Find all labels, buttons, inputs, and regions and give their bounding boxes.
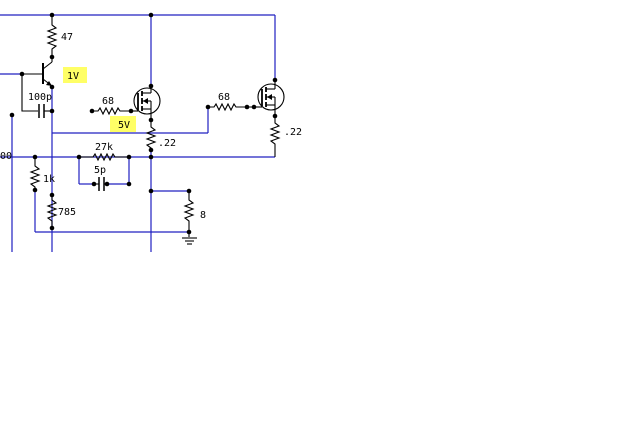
resistor-1k[interactable] (29, 157, 41, 190)
node (148, 12, 154, 18)
node (32, 154, 38, 160)
node (91, 181, 97, 187)
components (21, 15, 285, 245)
node (19, 71, 25, 77)
component-labels: 47 100p 68 68 .22 .22 27k 5p 1k 785 8 00 (0, 32, 302, 221)
resistor-68-gate1[interactable] (92, 106, 131, 116)
node (49, 192, 55, 198)
bjt-transistor[interactable] (22, 57, 53, 87)
label-r-fb: 27k (95, 142, 113, 153)
node (49, 54, 55, 60)
node (148, 117, 154, 123)
resistor-785[interactable] (46, 195, 58, 228)
label-c-fb: 5p (94, 165, 106, 176)
node (148, 83, 154, 89)
node (49, 12, 55, 18)
node (32, 187, 38, 193)
resistor-8-load[interactable] (183, 191, 195, 232)
label-c-base: 100p (28, 92, 52, 103)
node (126, 181, 132, 187)
label-r-top: 47 (61, 32, 73, 43)
label-r-785: 785 (58, 207, 76, 218)
label-r-load: 8 (200, 210, 206, 221)
node (148, 147, 154, 153)
node (49, 225, 55, 231)
node (205, 104, 211, 110)
node (76, 154, 82, 160)
label-r-1k: 1k (43, 174, 55, 185)
label-r-gate2: 68 (218, 92, 230, 103)
resistor-47[interactable] (46, 15, 58, 57)
label-r-gate1: 68 (102, 96, 114, 107)
node (272, 77, 278, 83)
node (49, 84, 55, 90)
node (9, 112, 15, 118)
mosfet-2[interactable] (254, 80, 285, 116)
node (186, 188, 192, 194)
wires (0, 14, 276, 252)
label-left-fragment: 00 (0, 151, 12, 162)
resistor-022-m1[interactable] (145, 120, 157, 150)
base-cap-branch (21, 74, 38, 112)
probe-base-voltage[interactable]: 1V (63, 67, 87, 83)
node (89, 108, 95, 114)
node (251, 104, 257, 110)
node (148, 188, 154, 194)
node (128, 108, 134, 114)
junction-dots (9, 12, 278, 235)
resistor-27k[interactable] (79, 152, 129, 162)
resistor-022-m2[interactable] (269, 116, 281, 157)
probe-base-voltage-label: 1V (67, 71, 79, 82)
label-r-src2: .22 (284, 127, 302, 138)
node (244, 104, 250, 110)
probe-gate-voltage-label: 5V (118, 120, 130, 131)
node (272, 113, 278, 119)
node (126, 154, 132, 160)
node (186, 229, 192, 235)
probe-gate-voltage[interactable]: 5V (110, 116, 136, 132)
node (104, 181, 110, 187)
mosfet-1[interactable] (131, 86, 161, 120)
resistor-68-gate2[interactable] (208, 102, 254, 112)
label-r-src1: .22 (158, 138, 176, 149)
node (148, 154, 154, 160)
node (49, 108, 55, 114)
